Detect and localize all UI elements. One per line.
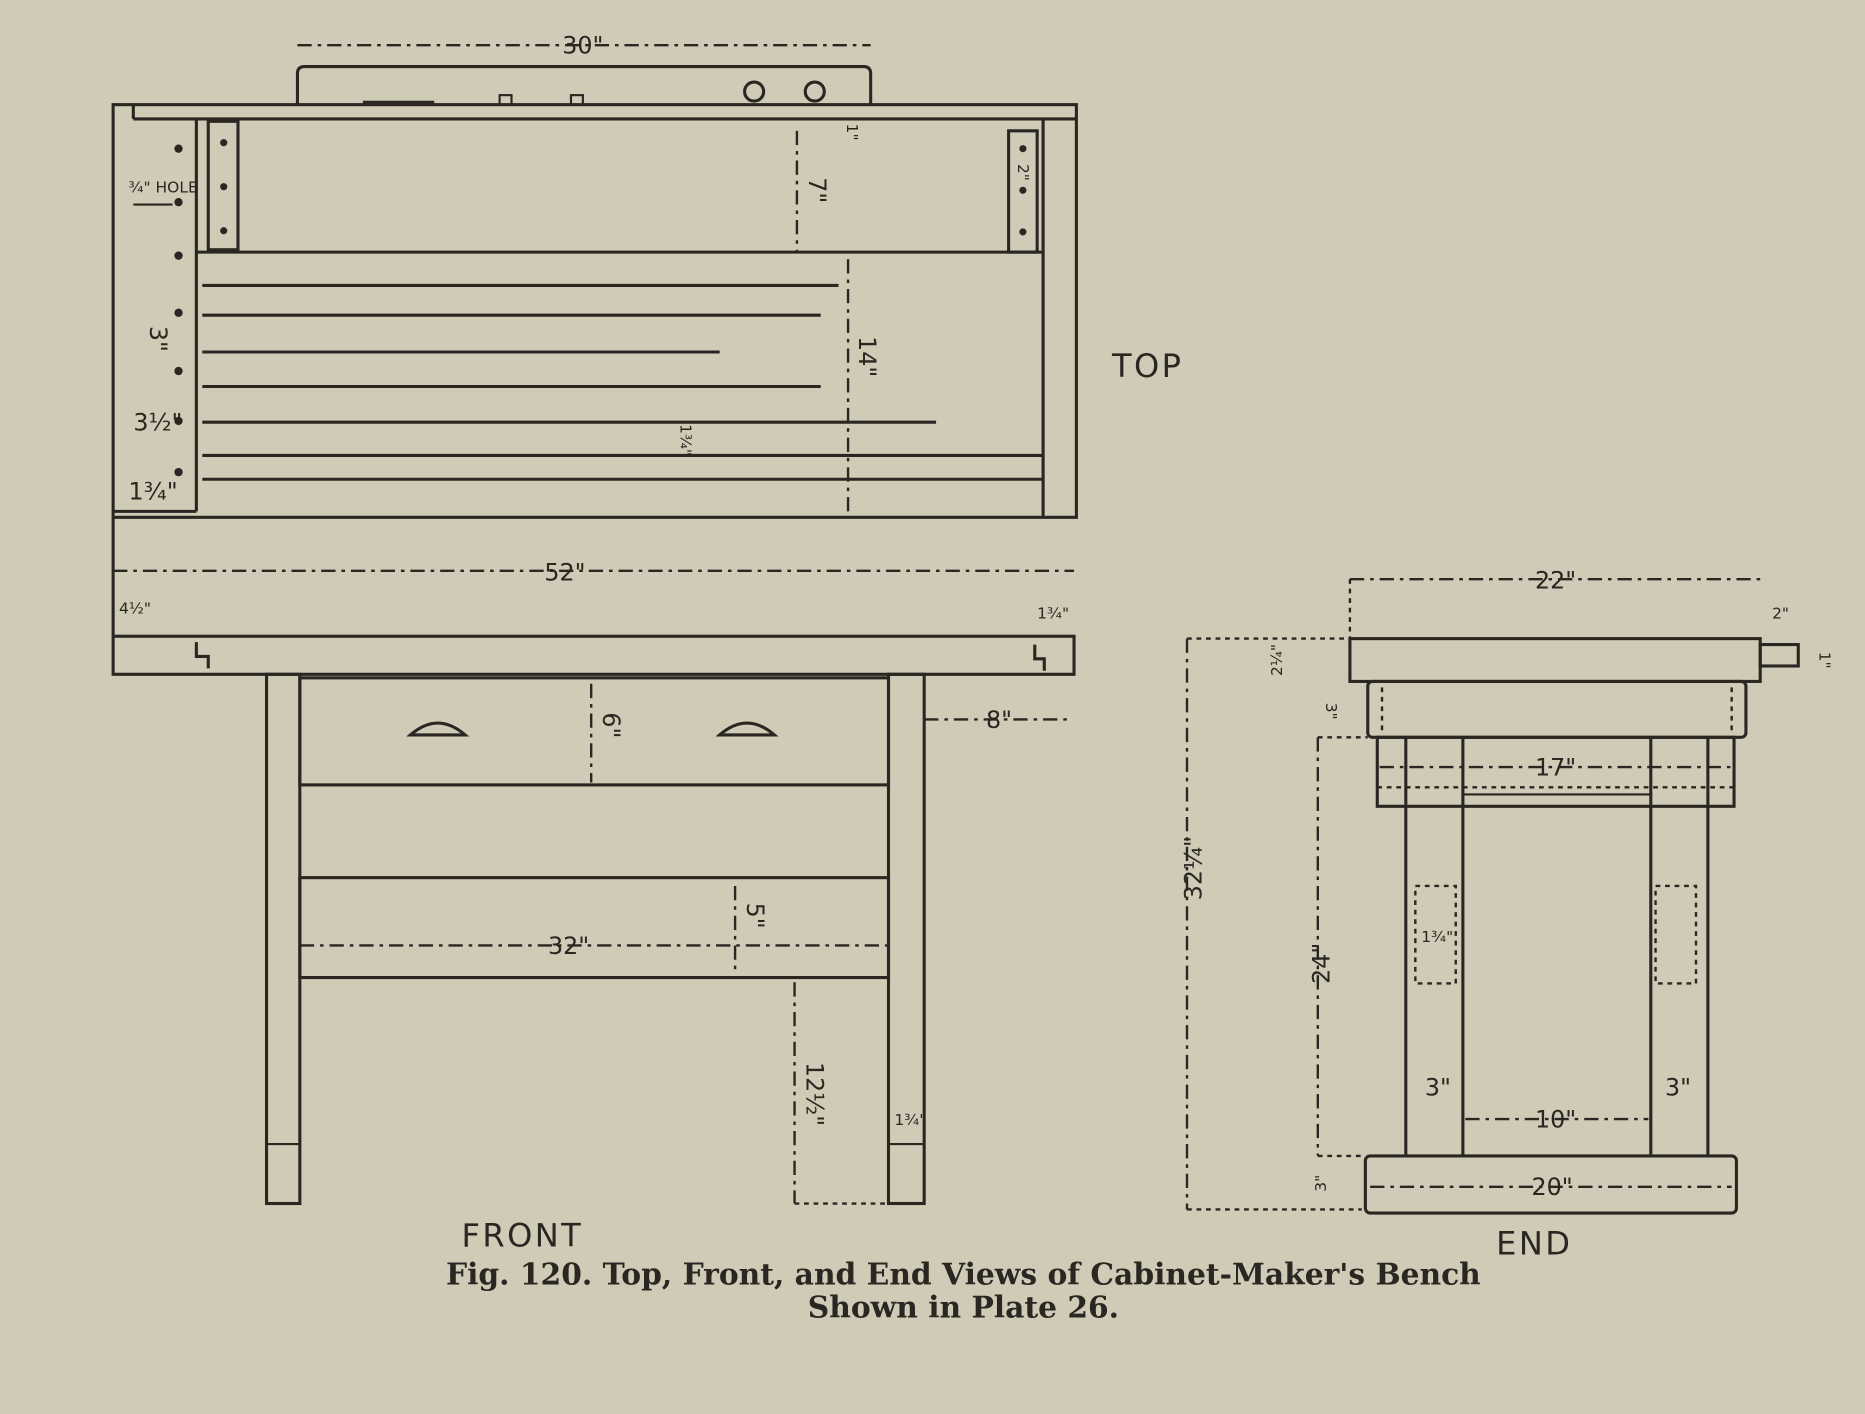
dim-mortise-1-3q: 1¾" [1421,928,1453,946]
hole-label: ¾" HOLE [129,179,198,197]
caption-line-2: Shown in Plate 26. [808,1291,1119,1326]
dim-apron-3: 3" [1322,703,1340,720]
dim-1-3q-edge: 1¾" [129,477,178,505]
end-view-label: END [1496,1225,1572,1263]
dim-5: 5" [741,903,769,929]
dim-2-quarter: 2¼" [1268,644,1286,676]
dim-14: 14" [853,336,881,377]
dim-foot-3: 3" [1312,1175,1330,1192]
dim-10: 10" [1535,1105,1576,1133]
top-view-label: TOP [1111,347,1183,385]
dim-3-half: 3½" [133,409,182,437]
dim-end-1-3q: 1¾" [1037,604,1069,622]
dim-20: 20" [1531,1173,1572,1201]
dim-52: 52" [544,558,585,586]
dog-holes [174,139,1027,477]
end-view: 22" 2" 1" 17" 32¼" 2¼" 3" 24" 1¾" 3" 3" … [1179,567,1833,1263]
drawer-handle-right [715,721,779,737]
dim-4-half: 4½" [119,600,151,618]
dim-17: 17" [1535,753,1576,781]
dim-12-half: 12½" [800,1062,828,1126]
dim-leg-1-3q: 1¾" [894,1111,926,1129]
dim-30: 30" [562,32,603,60]
drawer-handle-left [406,721,470,737]
dim-32: 32" [548,932,589,960]
dim-tenon-1: 1" [1816,652,1834,669]
dim-24: 24" [1308,943,1336,984]
dim-7: 7" [803,177,831,203]
dim-2: 2" [1014,164,1032,181]
dim-leg-3-left: 3" [1425,1073,1451,1101]
dim-tenon-2: 2" [1772,604,1789,622]
dim-22: 22" [1535,567,1576,595]
dim-1: 1" [843,124,861,141]
front-view: 52" 4½" 1¾" 6" 8" 32" 5" 12½" 1¾" FRONT [111,517,1076,1254]
dim-leg-3-right: 3" [1665,1073,1691,1101]
dim-3-spacing: 3" [144,326,172,352]
caption-line-1: Fig. 120. Top, Front, and End Views of C… [446,1257,1481,1292]
front-view-label: FRONT [462,1216,584,1254]
top-view: 30" 7" 1" 2" 14" ¾" HOLE 3" 3½" 1¾" 1¾" … [111,32,1183,519]
dim-6: 6" [597,712,625,738]
dim-32-quarter: 32¼" [1179,836,1207,900]
dim-8: 8" [986,706,1012,734]
dim-1-3q-board: 1¾" [676,424,694,456]
